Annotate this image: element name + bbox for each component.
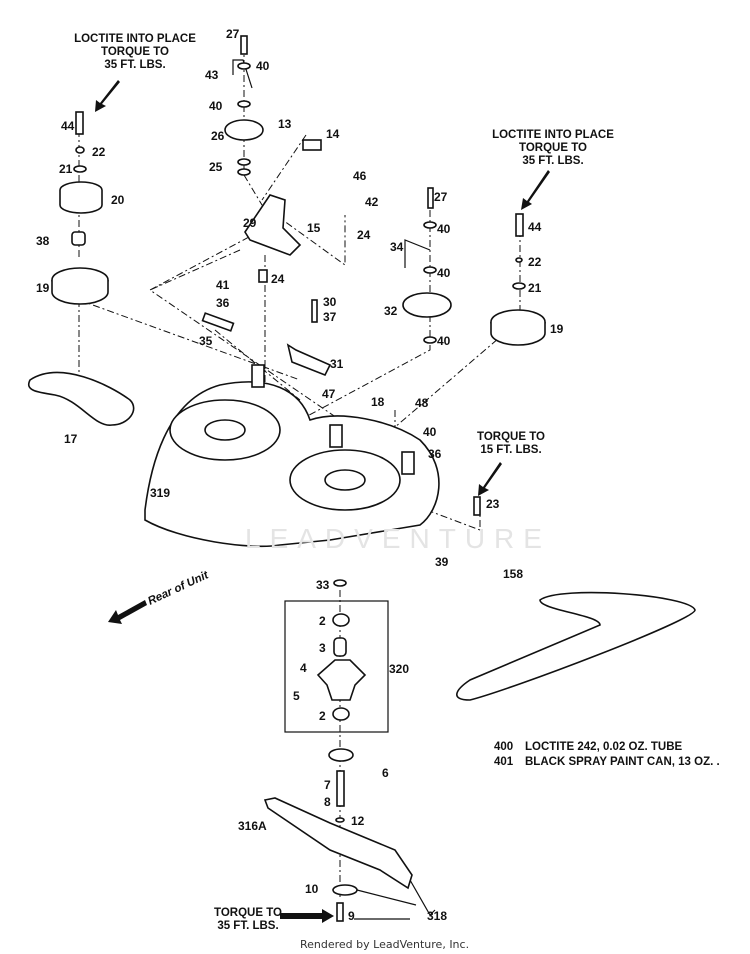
callout: 40: [437, 266, 451, 280]
callout: 37: [323, 310, 337, 324]
svg-text:LOCTITE INTO PLACE: LOCTITE INTO PLACE: [74, 33, 196, 45]
callout: 36: [428, 447, 442, 461]
callout: 9: [348, 909, 355, 923]
callout: 29: [243, 216, 257, 230]
svg-text:TORQUE TO: TORQUE TO: [101, 46, 169, 58]
svg-text:35 FT. LBS.: 35 FT. LBS.: [104, 59, 165, 71]
callout: 158: [503, 567, 523, 581]
callout: 40: [423, 425, 437, 439]
callout: 47: [322, 387, 336, 401]
callout: 19: [550, 322, 564, 336]
callout: 2: [319, 614, 326, 628]
callout: 26: [211, 129, 225, 143]
callout: 41: [216, 278, 230, 292]
callout: 21: [59, 162, 73, 176]
left-pulley-stack: [51, 111, 109, 305]
footer-credit: Rendered by LeadVenture, Inc.: [300, 938, 469, 951]
belt-158: [456, 591, 696, 701]
callout: 33: [316, 578, 330, 592]
callout: 2: [319, 709, 326, 723]
note-torque-15: TORQUE TO 15 FT. LBS.: [477, 431, 545, 456]
callout: 14: [326, 127, 340, 141]
callout: 36: [216, 296, 230, 310]
callout: 7: [324, 778, 331, 792]
belt-17: [28, 371, 135, 426]
callout: 6: [382, 766, 389, 780]
spindle-assembly: [263, 579, 436, 922]
callout: 35: [199, 334, 213, 348]
center-pulley-stack: [286, 187, 452, 377]
rear-of-unit-label: Rear of Unit: [146, 569, 211, 608]
callout: 21: [528, 281, 542, 295]
callout: 31: [330, 357, 344, 371]
callout: 318: [427, 909, 447, 923]
callout: 19: [36, 281, 50, 295]
parts-list: 400 LOCTITE 242, 0.02 OZ. TUBE 401 BLACK…: [494, 741, 720, 768]
callout: 319: [150, 486, 170, 500]
watermark: LEADVENTURE: [245, 523, 551, 554]
callout: 3: [319, 641, 326, 655]
callout: 32: [384, 304, 398, 318]
idler-pulley-stack: [201, 35, 322, 332]
callout: 15: [307, 221, 321, 235]
svg-text:BLACK SPRAY PAINT CAN, 13 OZ.: BLACK SPRAY PAINT CAN, 13 OZ. .: [525, 756, 720, 768]
callout: 17: [64, 432, 78, 446]
note-top-right: LOCTITE INTO PLACE TORQUE TO 35 FT. LBS.: [492, 129, 614, 167]
callout: 40: [209, 99, 223, 113]
callout: 43: [205, 68, 219, 82]
right-pulley-stack: [473, 213, 546, 516]
mower-deck: [144, 364, 440, 548]
callout: 38: [36, 234, 50, 248]
callout: 23: [486, 497, 500, 511]
callout-labels: 27 40 43 40 26 13 14 25 46 42 29 15 24 4…: [36, 27, 564, 923]
callout: 24: [357, 228, 371, 242]
svg-text:400: 400: [494, 741, 513, 753]
callout: 44: [528, 220, 542, 234]
svg-text:TORQUE TO: TORQUE TO: [519, 142, 587, 154]
callout: 27: [434, 190, 448, 204]
callout: 22: [528, 255, 542, 269]
callout: 13: [278, 117, 292, 131]
callout: 12: [351, 814, 365, 828]
callout: 46: [353, 169, 367, 183]
callout: 4: [300, 661, 307, 675]
callout: 18: [371, 395, 385, 409]
callout: 10: [305, 882, 319, 896]
callout: 24: [271, 272, 285, 286]
svg-text:LOCTITE 242, 0.02 OZ. TUBE: LOCTITE 242, 0.02 OZ. TUBE: [525, 741, 683, 753]
callout: 40: [256, 59, 270, 73]
callout: 22: [92, 145, 106, 159]
callout: 44: [61, 119, 75, 133]
callout: 39: [435, 555, 449, 569]
callout: 48: [415, 396, 429, 410]
arrows: [95, 80, 550, 923]
svg-text:35 FT. LBS.: 35 FT. LBS.: [522, 155, 583, 167]
svg-text:401: 401: [494, 756, 514, 768]
callout: 40: [437, 334, 451, 348]
svg-text:LOCTITE INTO PLACE: LOCTITE INTO PLACE: [492, 129, 614, 141]
callout: 27: [226, 27, 240, 41]
svg-text:TORQUE TO: TORQUE TO: [477, 431, 545, 443]
callout: 34: [390, 240, 404, 254]
callout: 320: [389, 662, 409, 676]
svg-text:15 FT. LBS.: 15 FT. LBS.: [480, 444, 541, 456]
svg-text:TORQUE TO: TORQUE TO: [214, 907, 282, 919]
callout: 20: [111, 193, 125, 207]
callout: 316A: [238, 819, 267, 833]
callout: 25: [209, 160, 223, 174]
svg-text:35 FT. LBS.: 35 FT. LBS.: [217, 920, 278, 932]
note-top-left: LOCTITE INTO PLACE TORQUE TO 35 FT. LBS.: [74, 33, 196, 71]
callout: 30: [323, 295, 337, 309]
callout: 5: [293, 689, 300, 703]
note-torque-bottom: TORQUE TO 35 FT. LBS.: [214, 907, 282, 932]
callout: 40: [437, 222, 451, 236]
callout: 8: [324, 795, 331, 809]
callout: 42: [365, 195, 379, 209]
